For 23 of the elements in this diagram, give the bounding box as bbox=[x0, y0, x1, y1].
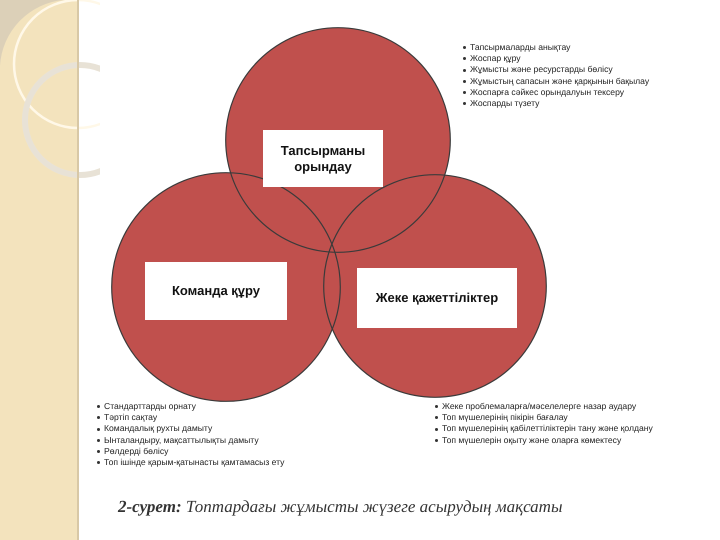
bullet-item: Топ мүшелерін оқыту және оларға көмектесу bbox=[442, 434, 622, 446]
venn-circle bbox=[111, 172, 341, 402]
bullet-item: Жоспарды түзету bbox=[470, 98, 540, 110]
bullet-item: Рөлдерді бөлісу bbox=[104, 446, 168, 458]
bullet-item: Командалық рухты дамыту bbox=[104, 423, 212, 435]
bullet-item: Тәртіп сақтау bbox=[104, 412, 158, 424]
venn-circle bbox=[225, 27, 451, 253]
circle-label: Жеке қажеттіліктер bbox=[357, 268, 517, 328]
figure-caption: 2-сурет: Топтардағы жұмысты жүзеге асырудың мақсаты bbox=[118, 497, 562, 517]
bullet-item: Жұмыстың сапасын және қарқынын бақылау bbox=[470, 76, 650, 87]
bullet-item: Жоспар құру bbox=[470, 53, 521, 64]
bullet-item: Жұмысты және ресурстарды бөлісу bbox=[470, 64, 613, 76]
bullet-item: Ынталандыру, мақсаттылықты дамыту bbox=[104, 434, 259, 446]
bullet-item: Топ мүшелерінің қабілеттіліктерін тану және қолдану bbox=[442, 423, 653, 435]
bullet-item: Топ ішінде қарым-қатынасты қамтамасыз ету bbox=[104, 457, 284, 468]
circle-label: Тапсырманы орындау bbox=[263, 130, 383, 187]
circle-label: Команда құру bbox=[145, 262, 287, 320]
bullet-item: Жоспарға сәйкес орындалуын тексеру bbox=[470, 86, 624, 98]
bullet-item: Жеке проблемаларға/мәселелерге назар аудару bbox=[442, 401, 636, 412]
bullet-item: Топ мүшелерінің пікірін бағалау bbox=[442, 412, 568, 424]
bullet-item: Тапсырмаларды анықтау bbox=[470, 42, 570, 54]
venn-circle bbox=[323, 174, 547, 398]
bullet-item: Стандарттарды орнату bbox=[104, 401, 196, 412]
